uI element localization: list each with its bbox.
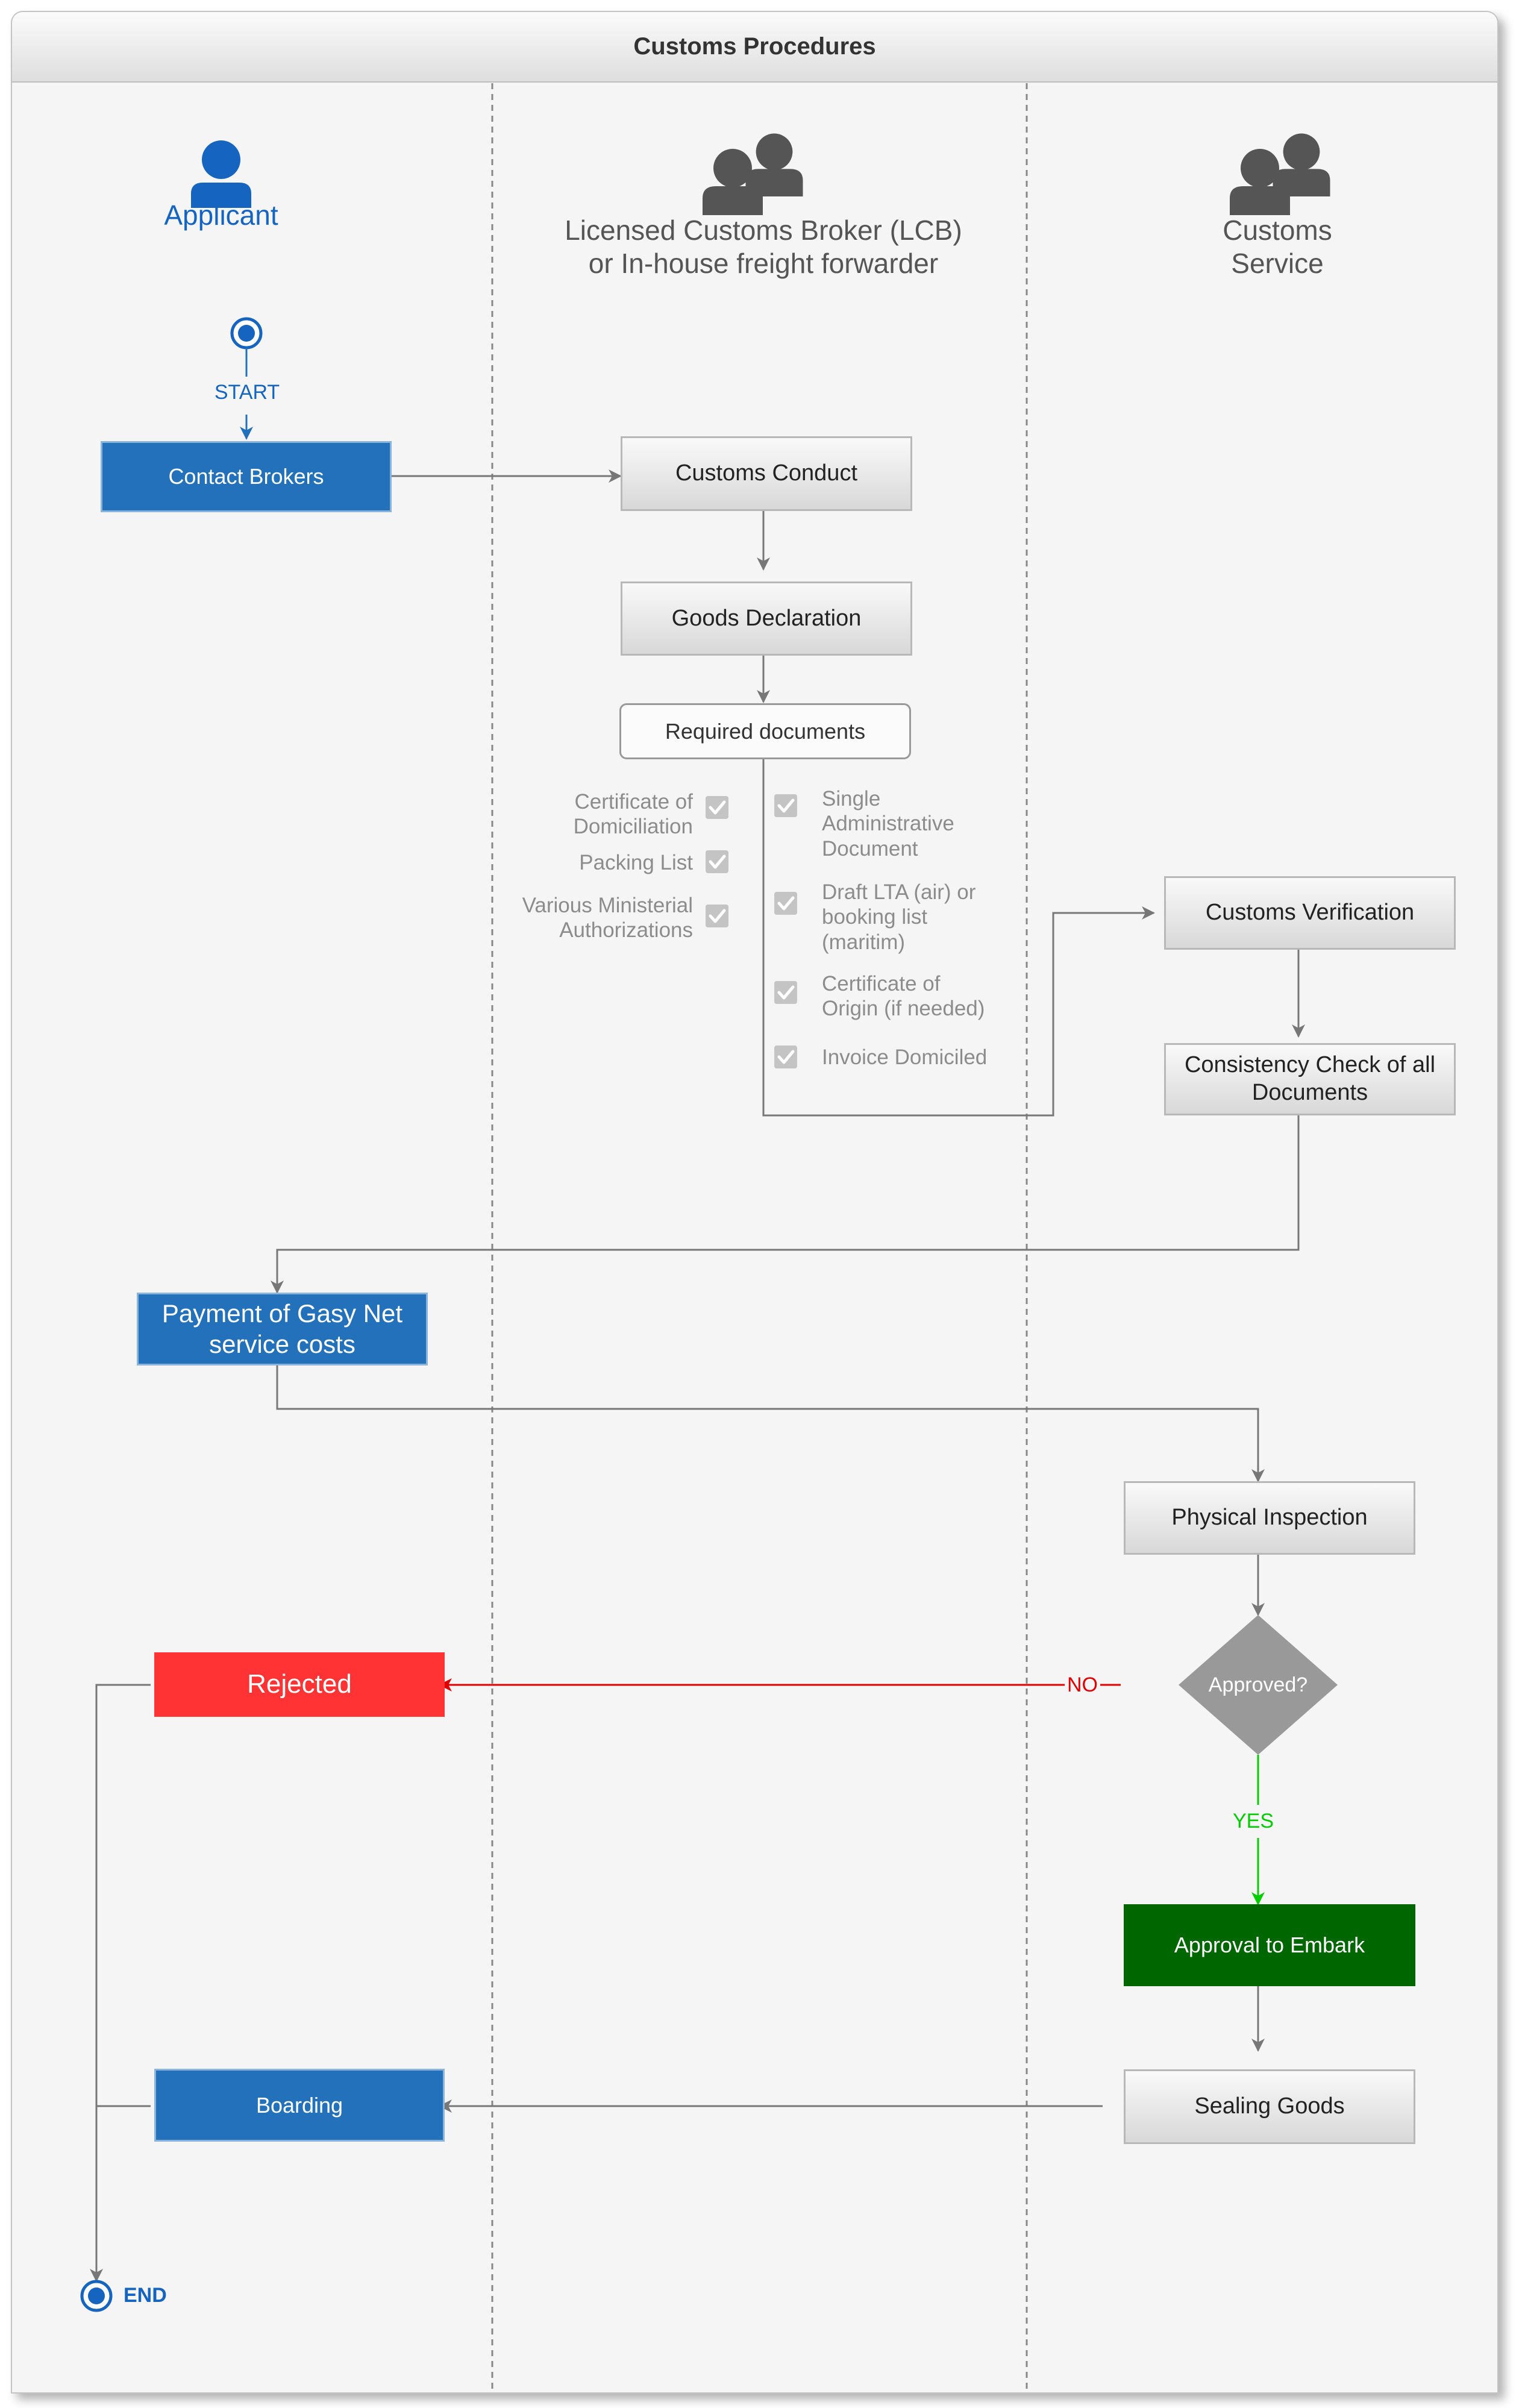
customs-conduct-box: Customs Conduct [621, 436, 912, 511]
document-item: Certificate of Domiciliation [573, 790, 693, 839]
goods-declaration-box: Goods Declaration [621, 582, 912, 656]
checkbox-icon [774, 794, 797, 817]
document-item: Invoice Domiciled [822, 1046, 988, 1069]
approved-label: Approved? [1208, 1673, 1308, 1696]
boarding-box: Boarding [154, 2069, 445, 2142]
diagram-title: Customs Procedures [12, 12, 1497, 83]
customs-verification-box: Customs Verification [1164, 876, 1456, 950]
end-label: END [124, 2284, 167, 2307]
document-item: Draft LTA (air) or booking list (maritim… [822, 880, 976, 954]
document-item: Packing List [579, 851, 693, 874]
checkbox-icon [774, 981, 797, 1004]
rejected-box: Rejected [154, 1652, 445, 1717]
physical-inspection-box: Physical Inspection [1124, 1481, 1415, 1555]
required-documents-box: Required documents [619, 703, 911, 759]
lane-broker: Licensed Customs Broker (LCB) or In-hous… [565, 215, 962, 280]
diagram-frame: Customs Procedures [11, 11, 1499, 2394]
contact-brokers-box: Contact Brokers [101, 441, 392, 512]
person-icon [191, 140, 251, 208]
document-item: Various Ministerial Authorizations [522, 894, 693, 942]
diagram-canvas [80, 83, 1338, 2392]
yes-label: YES [1233, 1810, 1274, 1833]
approved-diamond [1179, 1615, 1338, 1755]
group-icon [1230, 133, 1330, 215]
checkbox-icon [774, 892, 797, 915]
checkbox-icon [774, 1046, 797, 1068]
lane-applicant: Applicant [164, 199, 278, 231]
checkbox-icon [706, 796, 728, 819]
group-icon [703, 133, 803, 215]
sealing-goods-box: Sealing Goods [1124, 2069, 1415, 2144]
payment-box: Payment of Gasy Net service costs [137, 1293, 428, 1365]
consistency-check-box: Consistency Check of all Documents [1164, 1043, 1456, 1115]
start-label: START [214, 381, 280, 404]
document-item: Certificate of Origin (if needed) [822, 972, 985, 1021]
lane-customs-service: Customs Service [1223, 215, 1332, 280]
checkbox-icon [706, 850, 728, 873]
checkbox-icon [706, 905, 728, 927]
no-label: NO [1065, 1673, 1100, 1697]
approval-to-embark-box: Approval to Embark [1124, 1904, 1415, 1986]
document-item: Single Administrative Document [822, 787, 954, 861]
